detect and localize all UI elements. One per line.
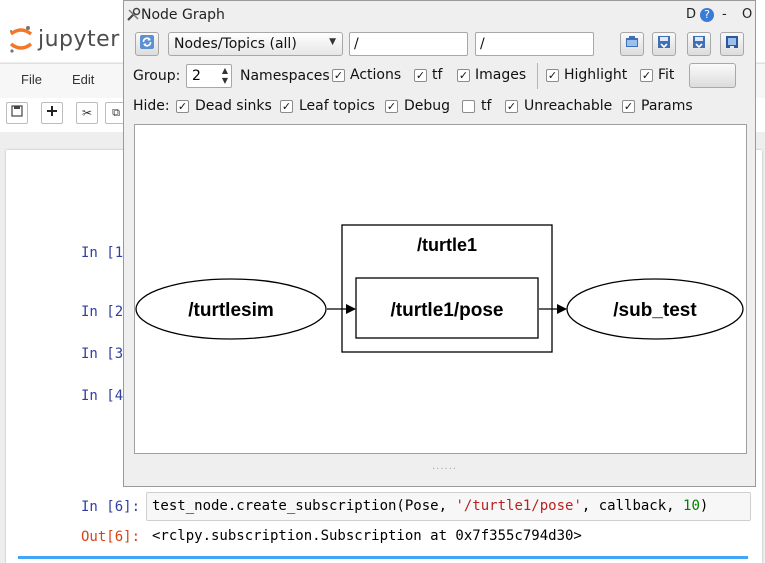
cell-prompt: In [4: [81, 388, 124, 404]
dock-button[interactable]: D: [686, 7, 697, 22]
group-depth-value: 2: [192, 68, 201, 84]
minimize-button[interactable]: -: [722, 7, 727, 22]
tools-icon: [126, 7, 141, 26]
node-sub-test[interactable]: [566, 278, 744, 340]
leaf-topics-checkbox[interactable]: ✓: [280, 100, 293, 113]
fit-checkbox[interactable]: ✓: [640, 69, 653, 82]
code-text: , callback,: [581, 498, 684, 514]
save-svg-button[interactable]: [687, 32, 711, 56]
leaf-topics-label: Leaf topics: [299, 98, 375, 114]
topic-filter-input[interactable]: /: [475, 32, 594, 56]
dead-sinks-label: Dead sinks: [195, 98, 272, 114]
code-cell-6-editor[interactable]: test_node.create_subscription(Pose, '/tu…: [146, 492, 751, 521]
refresh-icon: [139, 34, 155, 54]
close-button[interactable]: O: [742, 7, 753, 22]
graph-canvas[interactable]: /turtle1 /turtlesim /turtle1/pose /sub_t…: [134, 124, 747, 454]
save-dot-button[interactable]: [652, 32, 676, 56]
save-as-image-icon: [724, 34, 740, 54]
unreachable-checkbox[interactable]: ✓: [505, 100, 518, 113]
namespaces-label: Namespaces: [240, 68, 330, 84]
code-text: test_node.create_subscription(Pose,: [152, 498, 456, 514]
plus-icon: [46, 105, 58, 121]
cut-button[interactable]: ✂: [76, 102, 98, 124]
code-string: '/turtle1/pose': [455, 498, 582, 514]
view-mode-select[interactable]: Nodes/Topics (all) ▼: [168, 32, 343, 56]
cell-prompt: In [1: [81, 245, 124, 261]
actions-checkbox[interactable]: ✓: [332, 69, 345, 82]
cell-6-prompt: In [6]:: [81, 499, 141, 515]
hide-tf-checkbox[interactable]: [462, 100, 475, 113]
spinner-arrows-icon: ▲▼: [221, 66, 228, 85]
toolbar-separator: [537, 63, 538, 89]
add-cell-button[interactable]: [41, 102, 63, 124]
window-title: Node Graph: [141, 7, 225, 23]
node-graph-window: Node Graph D ? - O Nodes/Topics (all) ▼ …: [123, 0, 756, 487]
cell-prompt: In [2: [81, 304, 124, 320]
jupyter-logo-icon: [8, 24, 34, 54]
menu-edit[interactable]: Edit: [72, 72, 95, 87]
menu-file[interactable]: File: [21, 72, 42, 87]
fit-label: Fit: [658, 67, 675, 83]
node-sub-test-label: /sub_test: [613, 300, 697, 321]
images-checkbox[interactable]: ✓: [457, 69, 470, 82]
topic-turtle1-pose[interactable]: [355, 277, 539, 339]
selected-cell-indicator: [18, 556, 748, 559]
unreachable-label: Unreachable: [524, 98, 613, 114]
output-6-text: <rclpy.subscription.Subscription at 0x7f…: [152, 528, 582, 544]
refresh-button[interactable]: [135, 32, 159, 56]
chevron-down-icon: ▼: [329, 37, 336, 47]
hide-label: Hide:: [133, 98, 170, 114]
resize-grip-icon[interactable]: ······: [432, 464, 458, 475]
view-mode-value: Nodes/Topics (all): [174, 36, 297, 52]
graph-svg: /turtle1 /turtlesim /turtle1/pose /sub_t…: [135, 224, 744, 353]
jupyter-logo[interactable]: jupyter: [8, 22, 120, 56]
save-as-dot-icon: [656, 34, 672, 54]
topic-turtle1-pose-label: /turtle1/pose: [391, 300, 504, 321]
save-as-svg-icon: [691, 34, 707, 54]
code-text: ): [699, 498, 709, 514]
namespace-box: [341, 224, 553, 353]
debug-checkbox[interactable]: ✓: [385, 100, 398, 113]
group-label: Group:: [133, 68, 181, 84]
copy-icon: ⧉: [112, 106, 120, 119]
node-turtlesim[interactable]: [135, 278, 327, 340]
debug-label: Debug: [404, 98, 451, 114]
fit-in-view-button[interactable]: [689, 63, 736, 88]
dead-sinks-checkbox[interactable]: ✓: [176, 100, 189, 113]
tf-checkbox[interactable]: ✓: [414, 69, 427, 82]
save-image-button[interactable]: [720, 32, 744, 56]
actions-label: Actions: [350, 67, 402, 83]
tf-label: tf: [432, 67, 443, 83]
images-label: Images: [475, 67, 527, 83]
load-dot-button[interactable]: [620, 32, 644, 56]
code-number: 10: [683, 498, 700, 514]
node-filter-input[interactable]: /: [349, 32, 468, 56]
hide-tf-label: tf: [481, 98, 492, 114]
node-turtlesim-label: /turtlesim: [188, 300, 274, 321]
save-icon: [11, 105, 23, 121]
help-button[interactable]: ?: [700, 8, 714, 22]
highlight-label: Highlight: [564, 67, 628, 83]
folder-icon: [624, 34, 640, 54]
params-checkbox[interactable]: ✓: [622, 100, 635, 113]
group-depth-spinner[interactable]: 2 ▲▼: [186, 64, 232, 88]
params-label: Params: [641, 98, 693, 114]
cell-prompt: In [3: [81, 346, 124, 362]
namespace-label: /turtle1: [417, 235, 477, 255]
output-6-prompt: Out[6]:: [81, 529, 141, 545]
highlight-checkbox[interactable]: ✓: [546, 69, 559, 82]
save-button[interactable]: [6, 102, 28, 124]
window-titlebar[interactable]: Node Graph D ? - O: [124, 1, 755, 29]
jupyter-logo-text: jupyter: [38, 26, 120, 52]
scissors-icon: ✂: [81, 106, 93, 120]
